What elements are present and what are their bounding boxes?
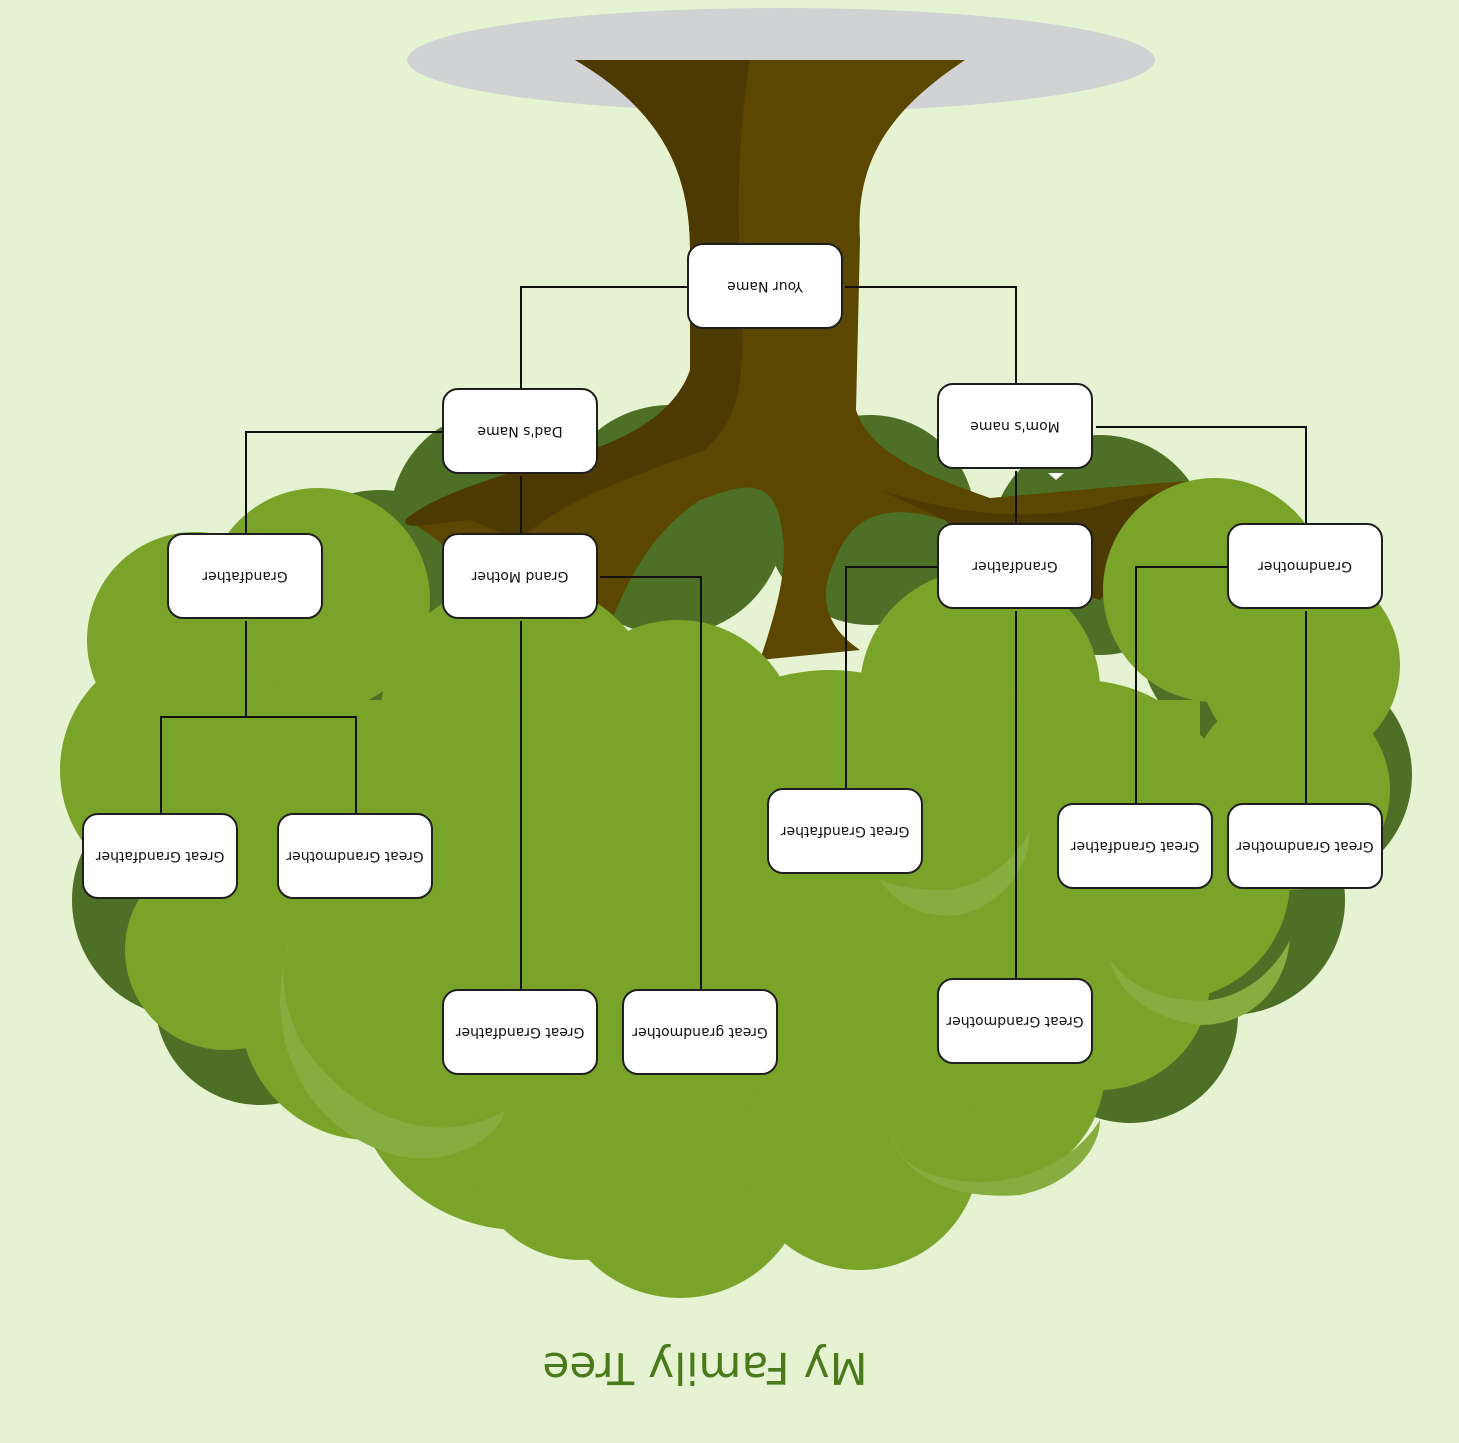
node-paternal-grandfather[interactable]: Grandfather <box>167 533 323 619</box>
connector-lines <box>160 286 1307 989</box>
node-paternal-grandmother[interactable]: Grand Mother <box>442 533 598 619</box>
node-your-name[interactable]: Your Name <box>687 243 843 329</box>
node-pgf-great-grandmother[interactable]: Great Grandmother <box>277 813 433 899</box>
node-maternal-grandmother[interactable]: Grandmother <box>1227 523 1383 609</box>
node-pgm-great-grandmother[interactable]: Great grandmother <box>622 989 778 1075</box>
node-dads-name[interactable]: Dad's Name <box>442 388 598 474</box>
node-mgm-great-grandfather[interactable]: Great Grandfather <box>1057 803 1213 889</box>
node-mgf-great-grandmother[interactable]: Great Grandmother <box>937 978 1093 1064</box>
page-title: My Family Tree <box>542 1342 868 1394</box>
node-maternal-grandfather[interactable]: Grandfather <box>937 523 1093 609</box>
node-mgf-great-grandfather[interactable]: Great Grandfather <box>767 788 923 874</box>
node-pgf-great-grandfather[interactable]: Great Grandfather <box>82 813 238 899</box>
node-mgm-great-grandmother[interactable]: Great Grandmother <box>1227 803 1383 889</box>
node-pgm-great-grandfather[interactable]: Great Grandfather <box>442 989 598 1075</box>
node-moms-name[interactable]: Mom's name <box>937 383 1093 469</box>
canopy-highlights <box>280 830 1290 1196</box>
connector-notch <box>1048 473 1064 480</box>
